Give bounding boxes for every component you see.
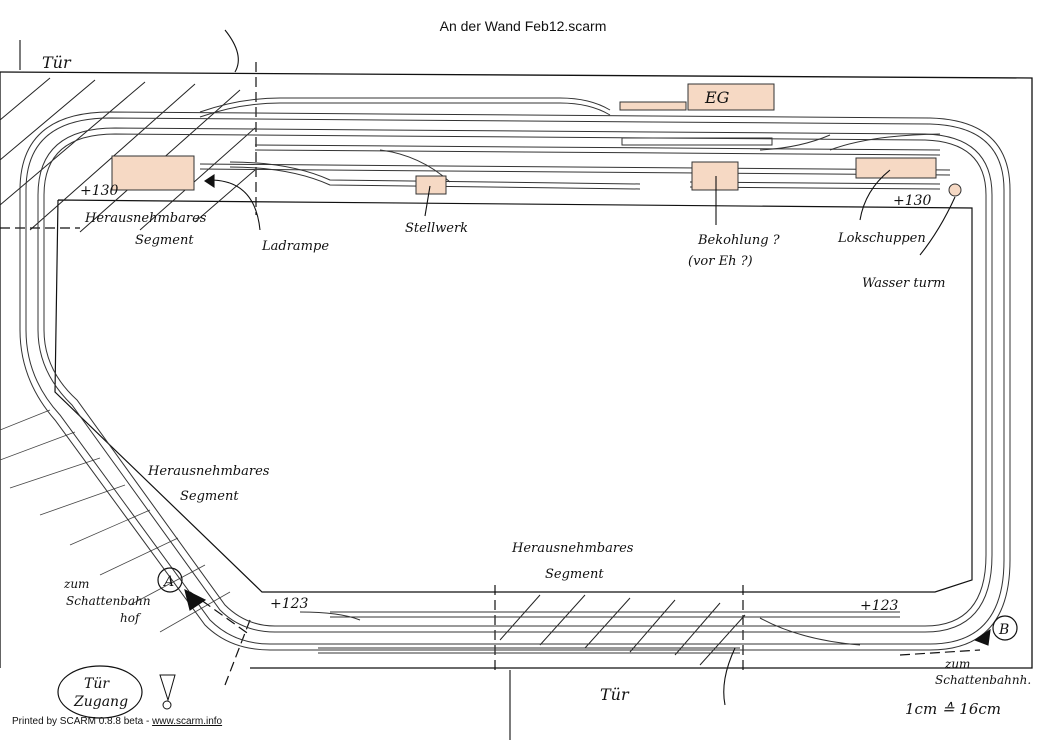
herausnehmbares-1-line2: Segment [135,233,194,248]
scale-label: 1cm ≙ 16cm [905,700,1001,718]
platform-top [619,101,687,111]
marker-b-label: B [998,622,1009,638]
plus123-left-label: +123 [270,596,309,612]
bekohlung-label-1: Bekohlung ? [697,233,781,248]
footer-link[interactable]: www.scarm.info [152,716,223,727]
wasserturm-label: Wasser turm [862,276,946,291]
tuer-zugang-line1: Tür [84,676,110,692]
platform-long [621,137,773,146]
eg-label: EG [704,88,730,107]
zum-schatten-right-2: Schattenbahnh. [935,673,1031,687]
wasserturm-circle [948,183,962,197]
tuer-bottom-label: Tür [600,685,630,704]
room-walls [0,71,1033,669]
lokschuppen-block [855,157,937,179]
herausnehmbares-3-line2: Segment [545,567,604,582]
segment-boundaries [0,62,981,686]
zum-schatten-left-2: Schattenbahn [66,594,151,608]
footer-prefix: Printed by SCARM 0.8.8 beta - [12,716,153,727]
stellwerk-label: Stellwerk [405,221,468,236]
buildings [111,83,962,197]
marker-a: A [157,567,183,593]
plus130-right-label: +130 [893,193,932,209]
tuer-zugang-line2: Zugang [73,694,128,710]
herausnehmbares-2-line2: Segment [180,489,239,504]
empfangsgebaeude [687,83,775,111]
handwritten-labels: EG Tür Tür +130 +130 +123 +123 Herausneh… [42,53,1031,718]
tuer-top-label: Tür [42,53,72,72]
lokschuppen-label: Lokschuppen [837,231,926,246]
herausnehmbares-1-line1: Herausnehmbares [84,211,207,226]
pointer-lines [19,29,991,740]
herausnehmbares-3-line1: Herausnehmbares [511,541,634,556]
ladrampe-block [111,155,195,191]
herausnehmbares-2-line1: Herausnehmbares [147,464,270,479]
baseboard-outline [54,199,973,593]
zum-schatten-left-3: hof [120,611,142,625]
marker-b: B [992,615,1018,641]
plus123-right-label: +123 [860,598,899,614]
print-footer: Printed by SCARM 0.8.8 beta - www.scarm.… [12,716,222,727]
station-tracks [199,97,951,190]
bottom-sidings [299,611,900,654]
zum-schatten-right-1: zum [944,657,970,671]
tuer-zugang: Tür Zugang [57,665,176,719]
main-loop-tracks [19,111,1011,651]
drawing-title: An der Wand Feb12.scarm [439,18,607,34]
marker-a-label: A [162,574,174,590]
ladrampe-label: Ladrampe [261,239,329,254]
hatch-bottom-middle [499,594,746,666]
stellwerk-block [415,175,447,195]
bekohlung-label-2: (vor Eh ?) [688,254,753,269]
bekohlung-block [691,161,739,191]
plus130-left-label: +130 [80,183,119,199]
zum-schatten-left-1: zum [63,577,89,591]
